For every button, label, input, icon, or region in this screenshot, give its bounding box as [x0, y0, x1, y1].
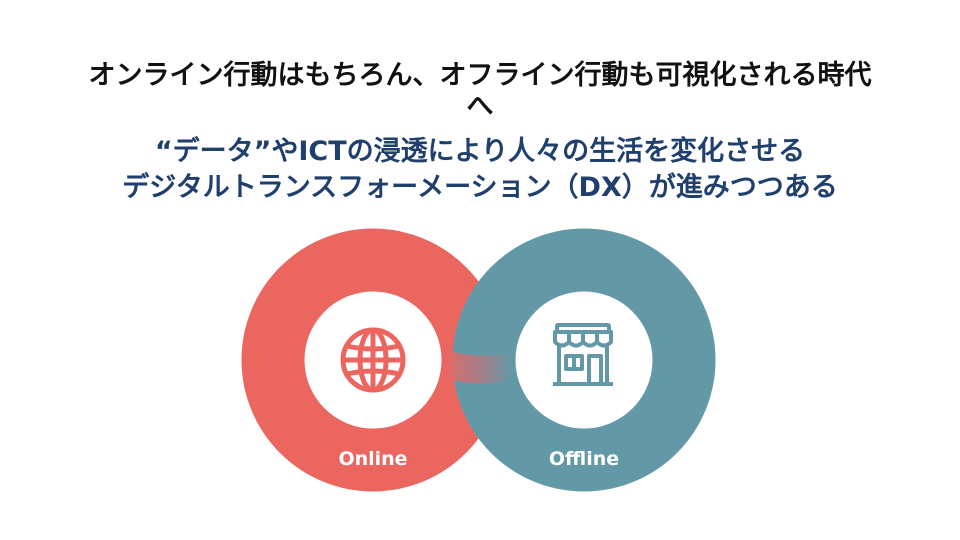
globe-icon	[340, 327, 406, 393]
online-label: Online	[338, 448, 407, 470]
headline-line-1: オンライン行動はもちろん、オフライン行動も可視化される時代	[88, 60, 872, 91]
offline-label: Offline	[549, 448, 619, 470]
headline-line-3: “データ”やICTの浸透により人々の生活を変化させる	[154, 136, 806, 167]
headline-line-2: へ	[466, 91, 494, 122]
headline-line-4: デジタルトランスフォーメーション（DX）が進みつつある	[122, 172, 838, 203]
ring-overlap-band	[444, 350, 512, 384]
storefront-icon	[553, 323, 613, 386]
